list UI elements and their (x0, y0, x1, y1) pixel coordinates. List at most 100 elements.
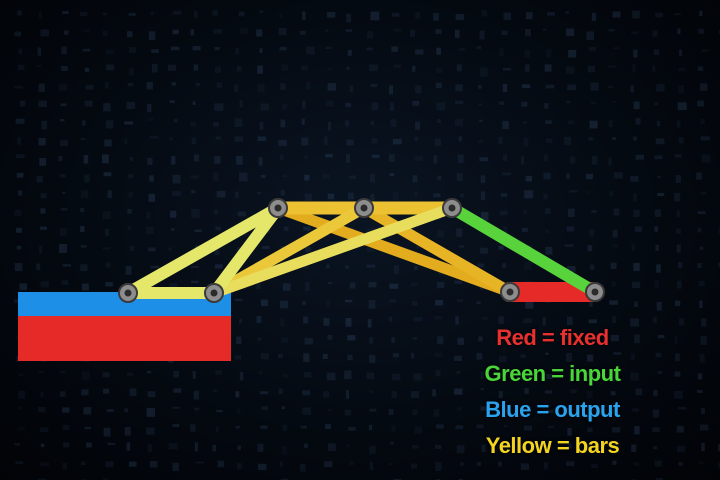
pattern-glyph (82, 120, 86, 126)
pattern-glyph (173, 119, 178, 123)
pattern-glyph (503, 425, 508, 428)
pattern-glyph (546, 49, 552, 58)
pattern-glyph (323, 461, 333, 467)
bar-yellow-diagonal-b (358, 202, 516, 298)
pattern-glyph (586, 173, 594, 180)
pattern-glyph (718, 227, 720, 235)
pattern-glyph (344, 370, 352, 380)
pattern-glyph (124, 408, 128, 413)
pattern-glyph (18, 390, 26, 399)
pattern-glyph (103, 388, 110, 394)
color-legend: Red = fixed Green = input Blue = output … (470, 320, 635, 464)
pattern-glyph (147, 157, 153, 165)
pattern-glyph (124, 121, 134, 125)
pattern-glyph (279, 461, 283, 467)
pattern-glyph (107, 190, 112, 198)
pattern-glyph (61, 191, 66, 194)
pattern-glyph (410, 282, 418, 287)
pattern-glyph (612, 11, 621, 18)
pattern-glyph (587, 427, 593, 432)
pattern-glyph (14, 209, 22, 217)
pattern-glyph (545, 138, 553, 143)
pattern-glyph (587, 191, 591, 194)
pattern-glyph (346, 66, 350, 70)
pattern-glyph (304, 174, 310, 181)
pattern-glyph (107, 442, 116, 445)
pattern-glyph (80, 138, 85, 141)
pattern-glyph (103, 172, 112, 177)
pattern-glyph (17, 427, 26, 431)
pattern-glyph (436, 47, 441, 55)
pattern-glyph (498, 136, 503, 145)
pattern-glyph (327, 83, 336, 91)
pattern-glyph (525, 64, 530, 72)
pattern-glyph (546, 12, 555, 16)
pattern-glyph (476, 301, 481, 305)
pattern-glyph (653, 445, 658, 450)
pattern-glyph (612, 427, 621, 433)
pattern-glyph (413, 317, 423, 322)
pattern-glyph (235, 47, 240, 55)
pattern-glyph (652, 427, 660, 433)
pattern-glyph (149, 460, 158, 468)
pattern-glyph (392, 192, 399, 201)
pattern-glyph (326, 372, 336, 381)
pattern-glyph (301, 65, 308, 71)
pattern-glyph (608, 120, 613, 128)
pattern-glyph (678, 137, 684, 144)
pattern-glyph (346, 154, 350, 163)
pattern-glyph (303, 226, 311, 231)
pattern-glyph (368, 424, 373, 430)
pattern-glyph (676, 244, 681, 253)
pattern-glyph (192, 101, 196, 105)
pattern-glyph (631, 244, 635, 251)
pattern-glyph (544, 409, 554, 413)
pattern-glyph (370, 11, 380, 21)
pattern-glyph (323, 318, 330, 326)
pattern-glyph (235, 391, 240, 398)
pattern-glyph (216, 190, 226, 198)
bar-yellow-left-b (208, 202, 284, 299)
pattern-glyph (392, 373, 401, 381)
pattern-glyph (278, 28, 287, 36)
pattern-glyph (455, 118, 463, 127)
pattern-glyph (589, 229, 595, 237)
pattern-glyph (609, 191, 614, 197)
pattern-glyph (105, 228, 109, 236)
pattern-glyph (192, 46, 201, 51)
pattern-glyph (608, 28, 615, 32)
pattern-glyph (678, 85, 685, 94)
pattern-glyph (124, 139, 128, 145)
pattern-glyph (525, 300, 534, 309)
pattern-glyph (544, 64, 552, 72)
pattern-glyph (368, 281, 377, 288)
pattern-glyph (38, 137, 46, 146)
pattern-glyph (18, 373, 24, 376)
pattern-glyph (172, 462, 179, 472)
pattern-glyph (459, 193, 464, 198)
pattern-glyph (545, 246, 553, 255)
bar-yellow-left-a (122, 202, 284, 299)
pattern-glyph (147, 391, 156, 398)
pattern-glyph (213, 29, 223, 34)
pattern-glyph (564, 137, 571, 146)
pattern-glyph (391, 337, 395, 343)
pattern-glyph (630, 175, 639, 182)
pattern-glyph (327, 408, 333, 412)
pattern-glyph (234, 136, 244, 142)
pattern-glyph (459, 462, 464, 467)
pattern-glyph (590, 82, 599, 91)
pattern-glyph (102, 247, 110, 250)
pattern-glyph (699, 10, 703, 17)
pattern-glyph (674, 300, 681, 306)
pattern-glyph (16, 245, 22, 250)
pattern-glyph (477, 462, 481, 466)
pattern-glyph (566, 316, 573, 326)
pattern-glyph (459, 245, 464, 248)
pattern-glyph (327, 282, 333, 285)
pattern-glyph (699, 424, 709, 431)
pattern-glyph (367, 319, 372, 328)
pattern-glyph (657, 175, 661, 179)
